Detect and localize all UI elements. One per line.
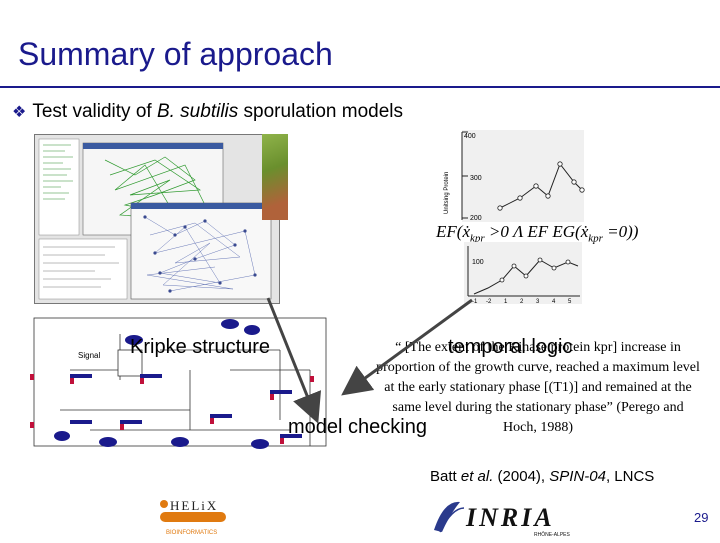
formula-sub2: kpr (588, 232, 603, 245)
citation: Batt et al. (2004), SPIN-04, LNCS (430, 468, 654, 485)
growth-chart-bottom-graphic: 100 -1 -2 1 2 3 4 5 (464, 242, 582, 305)
protein-chart-top: 400 300 200 Unitsing Protein (440, 128, 586, 224)
chart-top-tick-200: 200 (470, 215, 482, 222)
formula-x1: ẋ (462, 222, 470, 241)
citation-series: , LNCS (605, 468, 655, 485)
temporal-formula: EF(ẋkpr >0 Λ EF EG(ẋkpr =0)) (436, 222, 638, 244)
diamond-bullet-icon: ❖ (12, 104, 27, 121)
screenshot-graphic (35, 135, 279, 303)
chart-bot-xtick-5: 3 (536, 299, 540, 304)
helix-logo-graphic: HELiX BIOINFORMATICS (160, 498, 226, 536)
citation-authors: Batt (430, 468, 461, 485)
formula-x2: ẋ (580, 222, 589, 241)
software-screenshot (34, 134, 280, 304)
protein-chart-top-graphic: 400 300 200 Unitsing Protein (444, 130, 585, 222)
plant-photo (262, 134, 288, 220)
network-graphic: Signal (30, 317, 327, 449)
citation-year: (2004), (493, 468, 550, 485)
inria-logo: INRIA RHÔNE-ALPES (430, 496, 580, 538)
bullet-suffix: sporulation models (238, 101, 404, 122)
inria-logo-graphic: INRIA RHÔNE-ALPES (434, 501, 571, 538)
helix-logo-subtext: BIOINFORMATICS (166, 530, 217, 536)
chart-bot-xtick-7: 5 (568, 299, 572, 304)
formula-part3: =0)) (602, 222, 639, 241)
chart-bot-xtick-6: 4 (552, 299, 556, 304)
chart-bot-tick-100: 100 (472, 259, 484, 266)
chart-bot-xtick-4: 2 (520, 299, 524, 304)
formula-part1: EF( (436, 222, 463, 241)
chart-bot-xtick-1: -1 (472, 299, 478, 304)
chart-bot-xtick-3: 1 (504, 299, 508, 304)
inria-logo-text: INRIA (465, 503, 555, 532)
bullet-prefix: Test validity of (32, 101, 157, 122)
citation-venue: SPIN-04 (549, 468, 606, 485)
kripke-structure-label: Kripke structure (130, 336, 271, 358)
formula-sub1: kpr (469, 232, 485, 245)
helix-logo-text: HELiX (170, 498, 218, 513)
formula-part2: >0 Λ EF EG( (484, 222, 581, 241)
inria-logo-subtext: RHÔNE-ALPES (534, 531, 571, 538)
signal-label: Signal (78, 351, 100, 360)
growth-chart-bottom: 100 -1 -2 1 2 3 4 5 (464, 242, 582, 305)
helix-logo: HELiX BIOINFORMATICS (154, 496, 232, 536)
title-rule (0, 86, 720, 88)
bullet-species: B. subtilis (156, 101, 239, 122)
model-checking-label: model checking (288, 416, 427, 438)
citation-etal: et al. (460, 468, 494, 485)
temporal-logic-label: temporal logic (448, 336, 573, 358)
chart-top-tick-300: 300 (470, 175, 482, 182)
regulatory-network-diagram: Signal (30, 310, 330, 460)
chart-top-ylabel: Unitsing Protein (444, 172, 450, 214)
chart-top-tick-400: 400 (464, 133, 476, 140)
chart-bot-xtick-2: -2 (486, 299, 492, 304)
bullet-item: ❖ Test validity of B. subtilis sporulatio… (12, 101, 403, 123)
slide-title: Summary of approach (18, 36, 333, 72)
page-number: 29 (694, 510, 709, 525)
